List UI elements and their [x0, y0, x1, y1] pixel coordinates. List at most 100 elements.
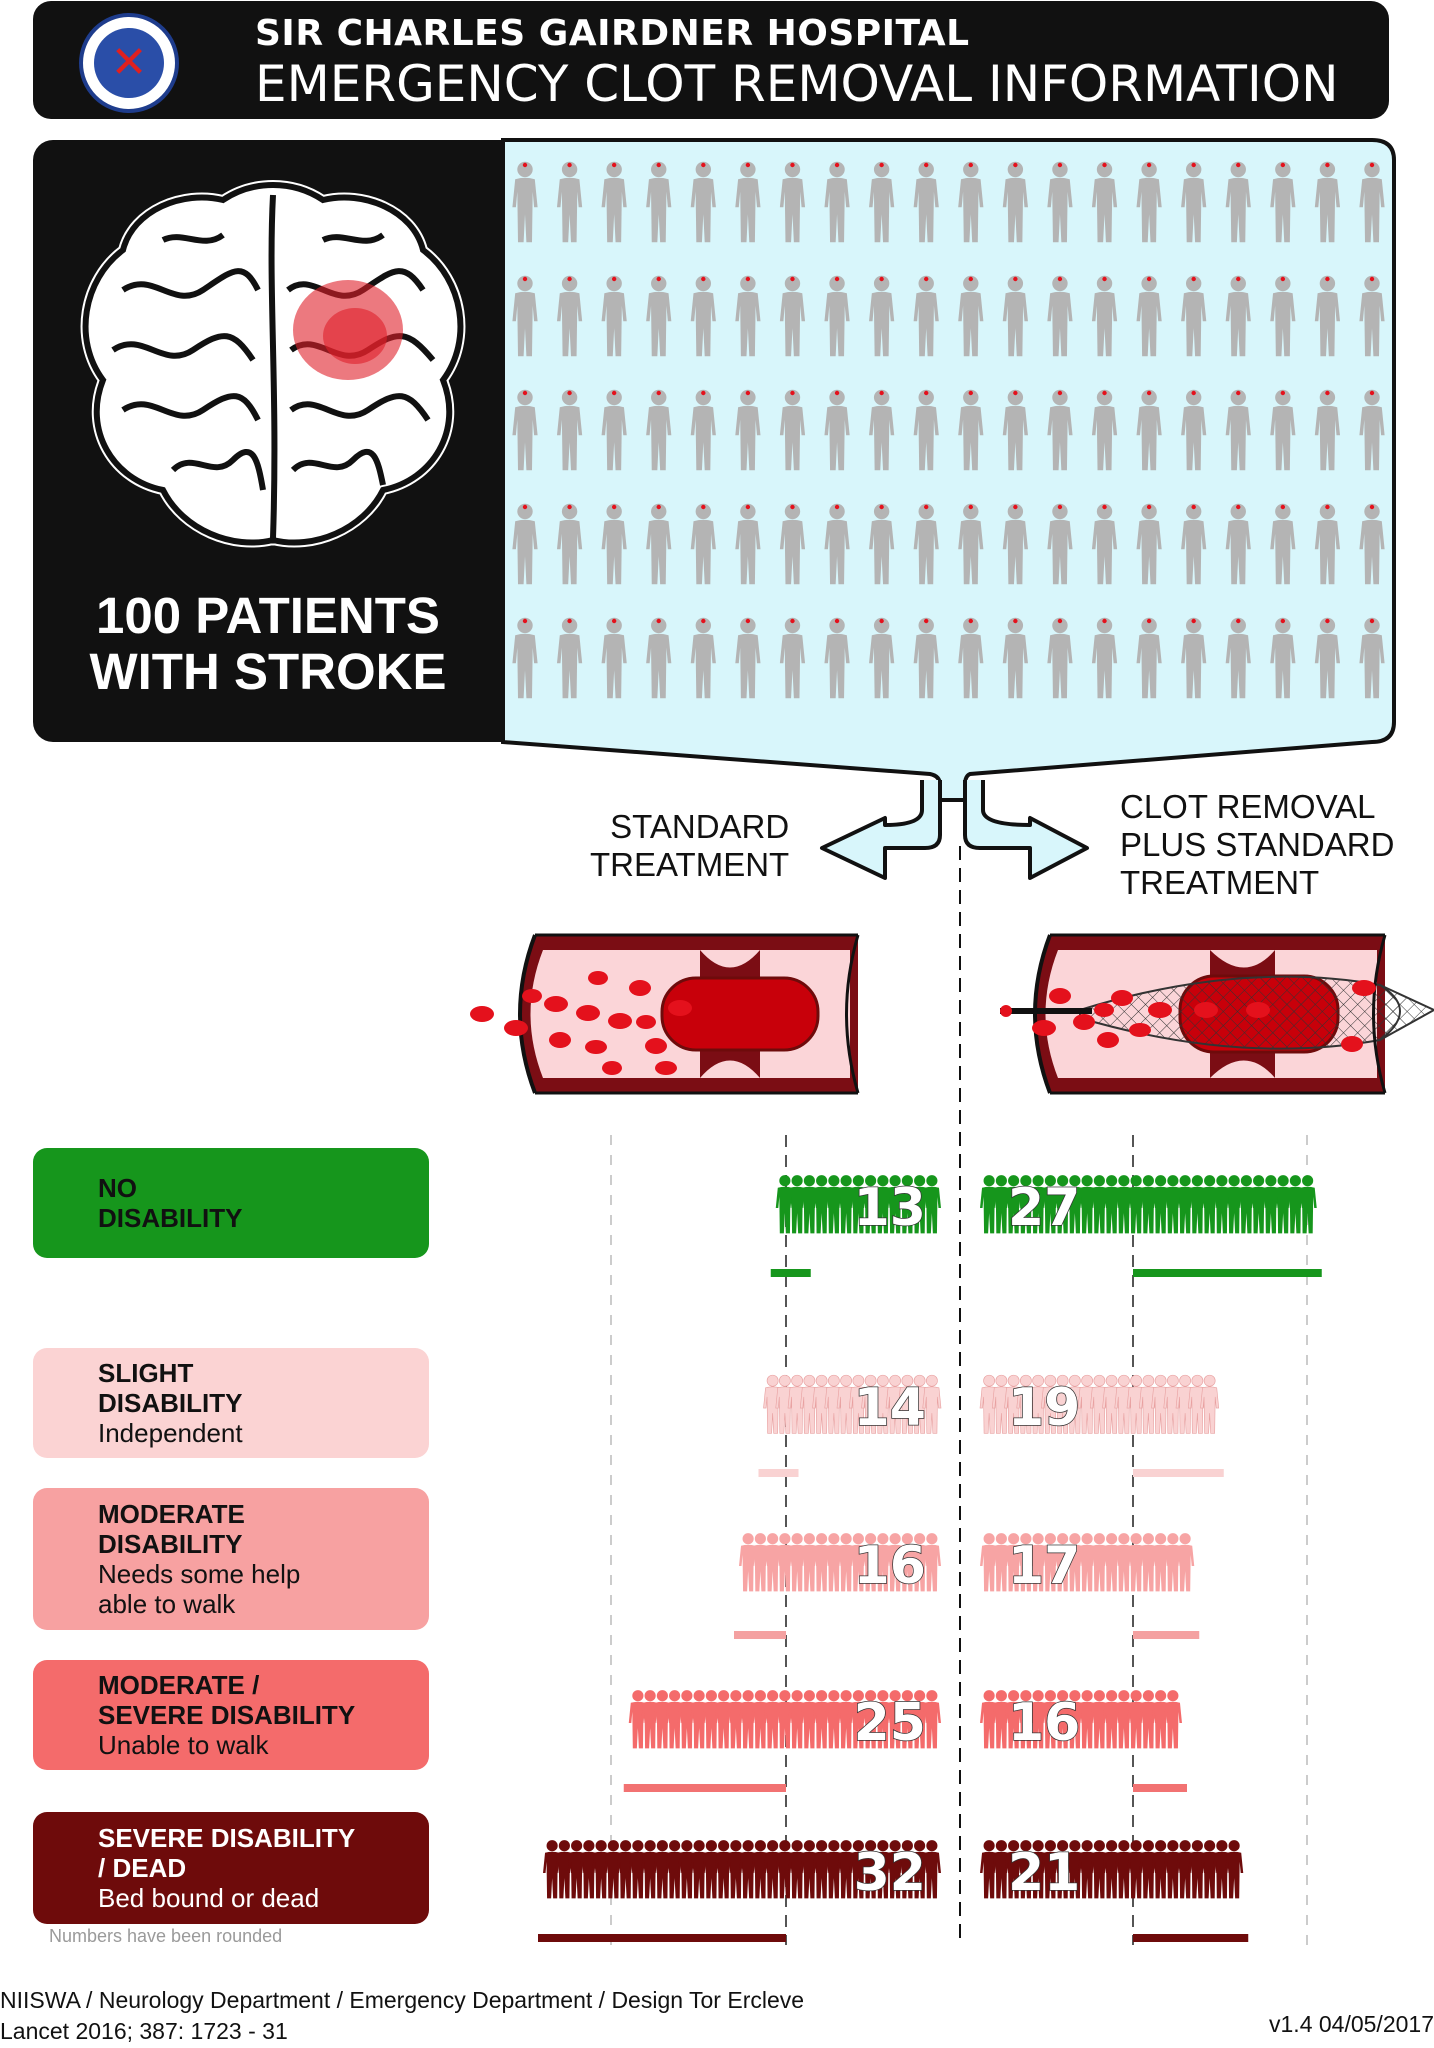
stroke-dot	[656, 162, 661, 168]
stroke-dot	[567, 162, 572, 168]
stroke-dot	[790, 390, 795, 396]
person-icon	[788, 1533, 807, 1592]
stroke-dot	[522, 504, 528, 510]
category-title: SEVERE DISABILITY	[98, 1823, 356, 1853]
person-icon	[1090, 1533, 1109, 1592]
stroke-dot	[1057, 390, 1063, 396]
stroke-dot	[656, 504, 661, 510]
person-icon	[1151, 1533, 1170, 1592]
category-title: MODERATE /	[98, 1670, 260, 1700]
stroke-dot	[745, 162, 751, 168]
person-icon	[1138, 1374, 1159, 1435]
stroke-dot	[1325, 390, 1330, 396]
stroke-dot	[879, 162, 884, 168]
person-icon	[811, 1374, 832, 1435]
stroke-dot	[1325, 162, 1330, 168]
bar-standard-1: 14	[758, 1374, 942, 1477]
citation: Lancet 2016; 387: 1723 - 31	[0, 2018, 288, 2044]
person-icon	[824, 1175, 843, 1234]
person-icon	[1212, 1840, 1231, 1899]
person-icon	[726, 1840, 745, 1899]
category-subtitle: Unable to walk	[98, 1730, 269, 1760]
category-title: DISABILITY	[98, 1203, 243, 1233]
stroke-dot	[879, 504, 884, 510]
stroke-dot	[567, 390, 572, 396]
stroke-dot	[790, 504, 795, 510]
stroke-dot	[1057, 276, 1063, 282]
stroke-dot	[1369, 276, 1375, 282]
stroke-dot	[1102, 390, 1107, 396]
stroke-dot	[968, 276, 973, 282]
person-icon	[751, 1533, 770, 1592]
person-icon	[775, 1690, 794, 1749]
stroke-dot	[656, 618, 661, 624]
stroke-dot	[968, 618, 973, 624]
person-icon	[1162, 1374, 1183, 1435]
stroke-dot	[924, 504, 929, 510]
person-icon	[653, 1690, 672, 1749]
stroke-dot	[611, 618, 617, 624]
person-icon	[690, 1840, 709, 1899]
stroke-dot	[924, 162, 929, 168]
person-icon	[751, 1690, 770, 1749]
bar-clot-4: 21	[980, 1840, 1249, 1942]
stroke-dot	[701, 276, 706, 282]
person-icon	[788, 1840, 807, 1899]
person-icon	[824, 1840, 843, 1899]
stroke-dot	[745, 618, 751, 624]
stroke-dot	[924, 390, 929, 396]
person-icon	[1199, 1374, 1220, 1435]
stroke-dot	[790, 618, 795, 624]
person-icon	[980, 1840, 999, 1899]
category-title: MODERATE	[98, 1499, 245, 1529]
stroke-dot	[790, 162, 795, 168]
person-icon	[1127, 1690, 1146, 1749]
person-icon	[836, 1374, 857, 1435]
person-icon	[714, 1840, 733, 1899]
person-icon	[739, 1533, 758, 1592]
category-subtitle: Needs some help	[98, 1559, 301, 1589]
person-icon	[800, 1175, 819, 1234]
person-icon	[1114, 1175, 1133, 1234]
bar-underline	[623, 1784, 786, 1792]
brain-icon	[80, 180, 466, 548]
person-icon	[775, 1175, 794, 1234]
person-icon	[555, 1840, 574, 1899]
person-icon	[1078, 1533, 1097, 1592]
stroke-dot	[1325, 618, 1330, 624]
stroke-dot	[1146, 390, 1152, 396]
stroke-dot	[522, 162, 528, 168]
stroke-dot	[745, 276, 751, 282]
person-icon	[1139, 1690, 1158, 1749]
count-label: 16	[854, 1536, 926, 1596]
bar-underline	[770, 1269, 811, 1277]
stroke-dot	[567, 618, 572, 624]
stroke-dot	[1146, 504, 1152, 510]
stroke-dot	[834, 162, 840, 168]
bar-underline	[1133, 1469, 1224, 1477]
stroke-dot	[834, 390, 840, 396]
person-icon	[1212, 1175, 1231, 1234]
clot-removal-label: CLOT REMOVAL PLUS STANDARD TREATMENT	[1120, 788, 1395, 901]
person-icon	[774, 1374, 795, 1435]
person-icon	[1127, 1840, 1146, 1899]
person-icon	[788, 1175, 807, 1234]
count-label: 27	[1008, 1178, 1080, 1238]
page-title: EMERGENCY CLOT REMOVAL INFORMATION	[255, 55, 1339, 113]
stroke-dot	[1146, 618, 1152, 624]
stroke-dot	[1102, 618, 1107, 624]
person-icon	[1114, 1533, 1133, 1592]
person-icon	[1225, 1840, 1244, 1899]
category-title: DISABILITY	[98, 1388, 243, 1418]
stroke-dot	[924, 618, 929, 624]
person-icon	[1150, 1374, 1171, 1435]
person-icon	[1077, 1374, 1098, 1435]
person-icon	[1175, 1374, 1196, 1435]
person-icon	[579, 1840, 598, 1899]
person-icon	[837, 1840, 856, 1899]
stroke-dot	[1191, 162, 1196, 168]
stroke-dot	[1013, 276, 1018, 282]
